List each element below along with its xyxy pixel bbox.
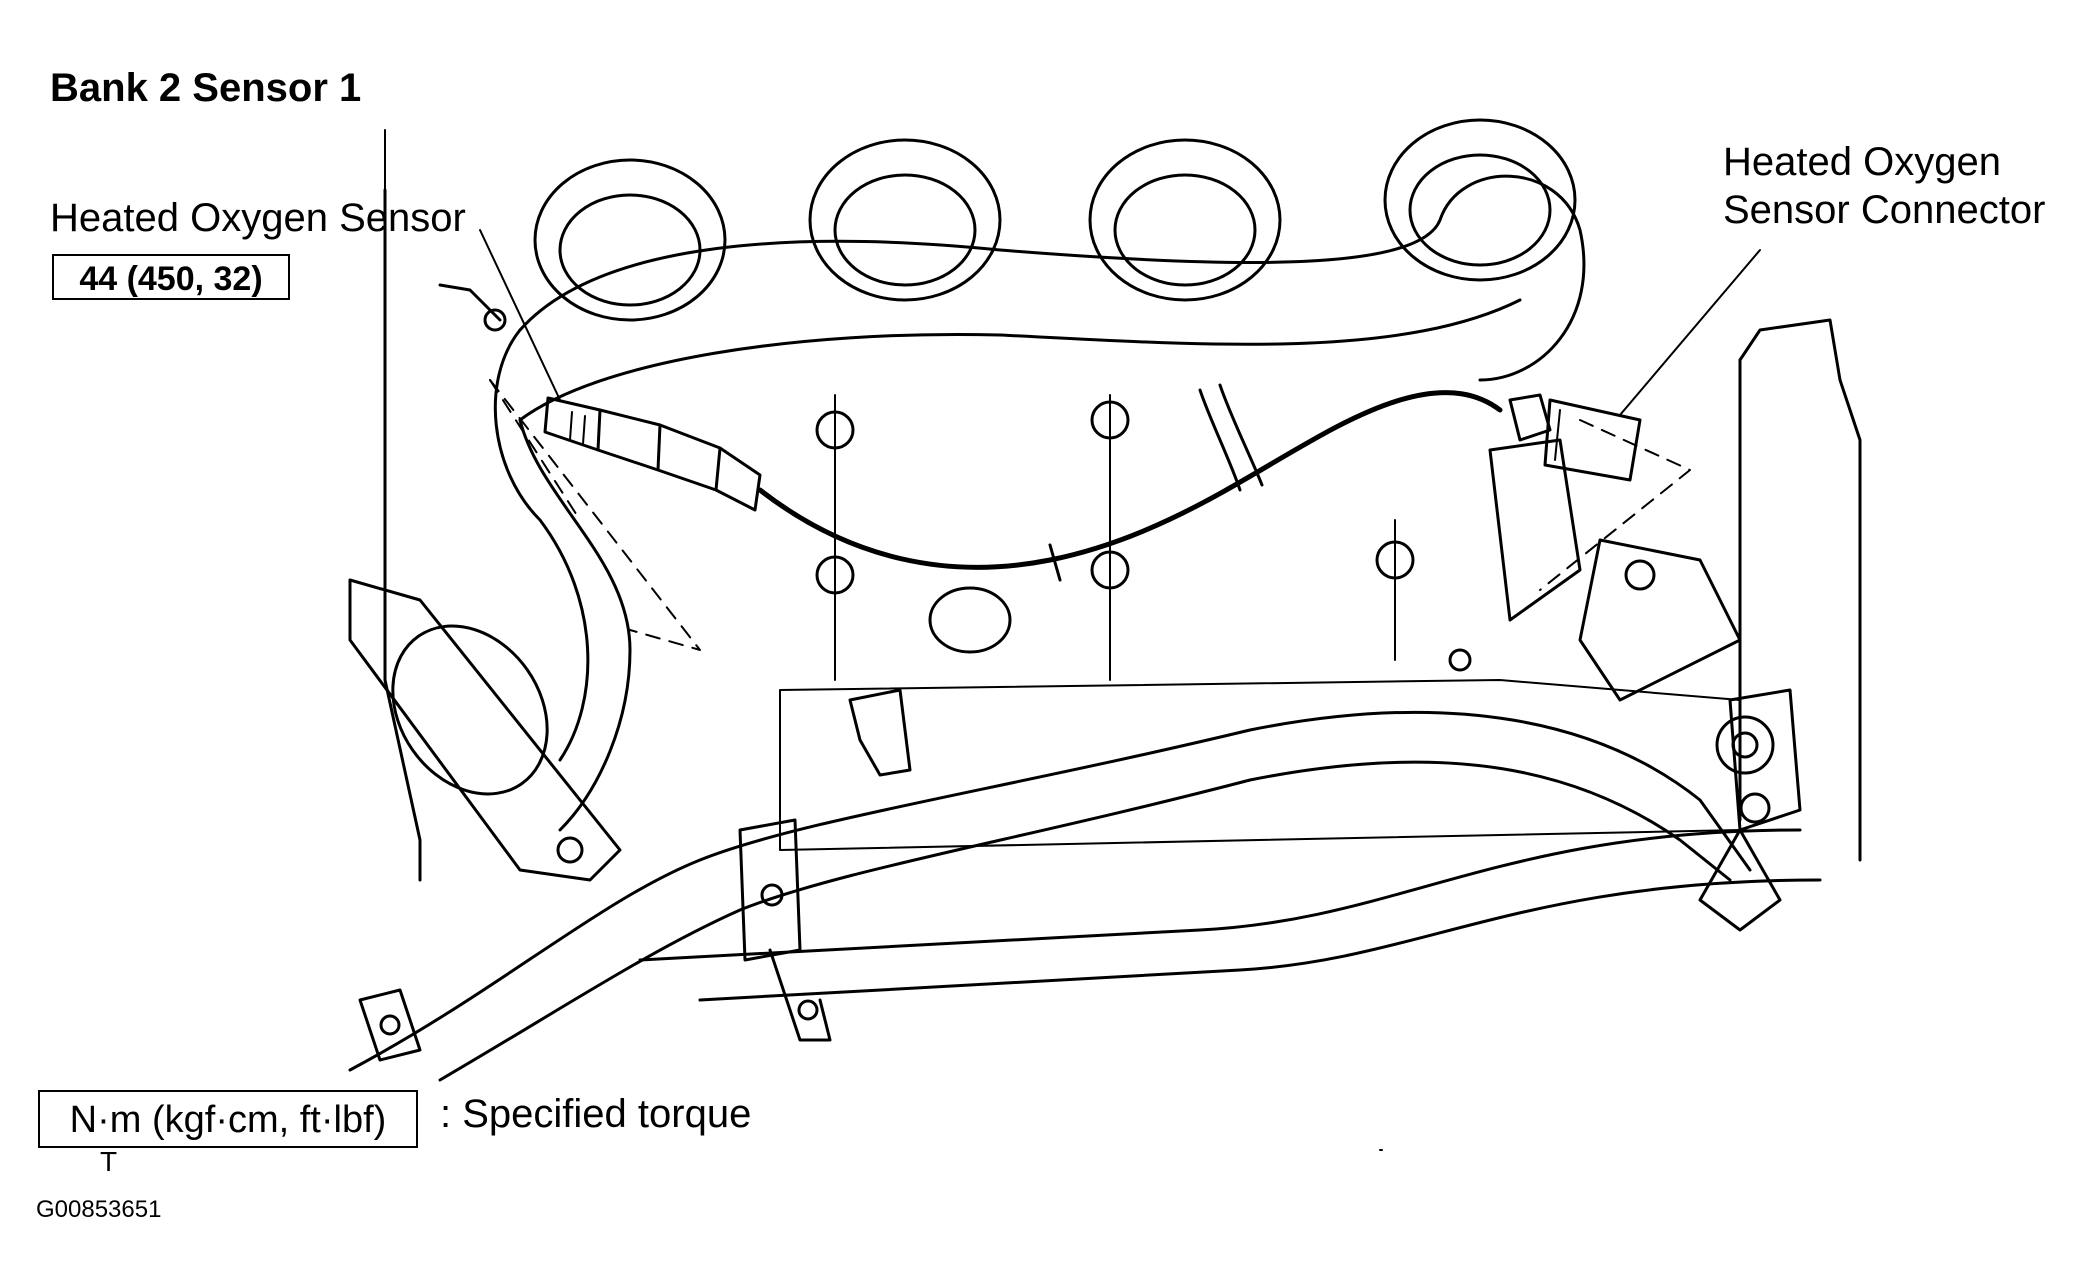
lower-pipes <box>348 710 1822 1082</box>
pan-bracket <box>848 688 912 777</box>
lower-bracket-bolt <box>797 999 819 1021</box>
bracket-bottom-left <box>358 988 422 1062</box>
lower-bracket-mid <box>768 948 832 1042</box>
sensor-dashed-outline <box>489 379 701 651</box>
block-flange-left <box>438 283 502 322</box>
bracket-bolt <box>1624 559 1656 591</box>
exhaust-port-3 <box>1088 138 1282 302</box>
engine-bracket-right <box>1578 538 1742 702</box>
block-bolt-bosses <box>815 394 1472 681</box>
connector-label-line-2: Sensor Connector <box>1723 188 2046 232</box>
pipe-clamp-right <box>1698 688 1802 932</box>
harness-clip-2 <box>1218 383 1264 487</box>
connector-label-line-1: Heated Oxygen <box>1723 140 2001 184</box>
block-left-edge <box>383 188 422 882</box>
bolt-hole <box>483 308 507 332</box>
pipe-clamp-left <box>738 818 802 962</box>
diagram-title: Bank 2 Sensor 1 <box>50 66 362 110</box>
sensor-dashed-outline-2 <box>489 379 581 521</box>
figure-id: G00853651 <box>36 1196 162 1223</box>
manifold-collector-upper <box>518 174 1586 382</box>
exhaust-port-4 <box>1383 118 1577 282</box>
connector-leader-line <box>1619 249 1761 416</box>
legend-description: : Specified torque <box>440 1092 752 1136</box>
sensor-wire-harness <box>757 390 1503 570</box>
harness-clip <box>1198 388 1242 492</box>
harness-sleeve-end <box>1048 543 1062 582</box>
sensor-label: Heated Oxygen Sensor <box>50 196 466 240</box>
heated-oxygen-sensor <box>543 396 762 512</box>
connector-dashed-outline <box>1539 419 1691 591</box>
heated-oxygen-sensor-connector <box>1508 393 1642 482</box>
block-right-edge <box>1738 318 1862 862</box>
legend-marker: T <box>100 1146 118 1177</box>
legend-torque-units-box: N·m (kgf·cm, ft·lbf) <box>38 1090 418 1148</box>
sensor-leader-line <box>479 229 561 401</box>
manifold-outlet-flange <box>348 578 622 882</box>
connector-bracket <box>1488 438 1582 622</box>
oil-pan-outline <box>779 679 1741 851</box>
manifold-downpipe-right <box>518 418 632 832</box>
sensor-torque-spec: 44 (450, 32) <box>52 254 290 300</box>
exhaust-port-2 <box>808 138 1002 302</box>
manifold-collector-lower <box>518 298 1522 422</box>
